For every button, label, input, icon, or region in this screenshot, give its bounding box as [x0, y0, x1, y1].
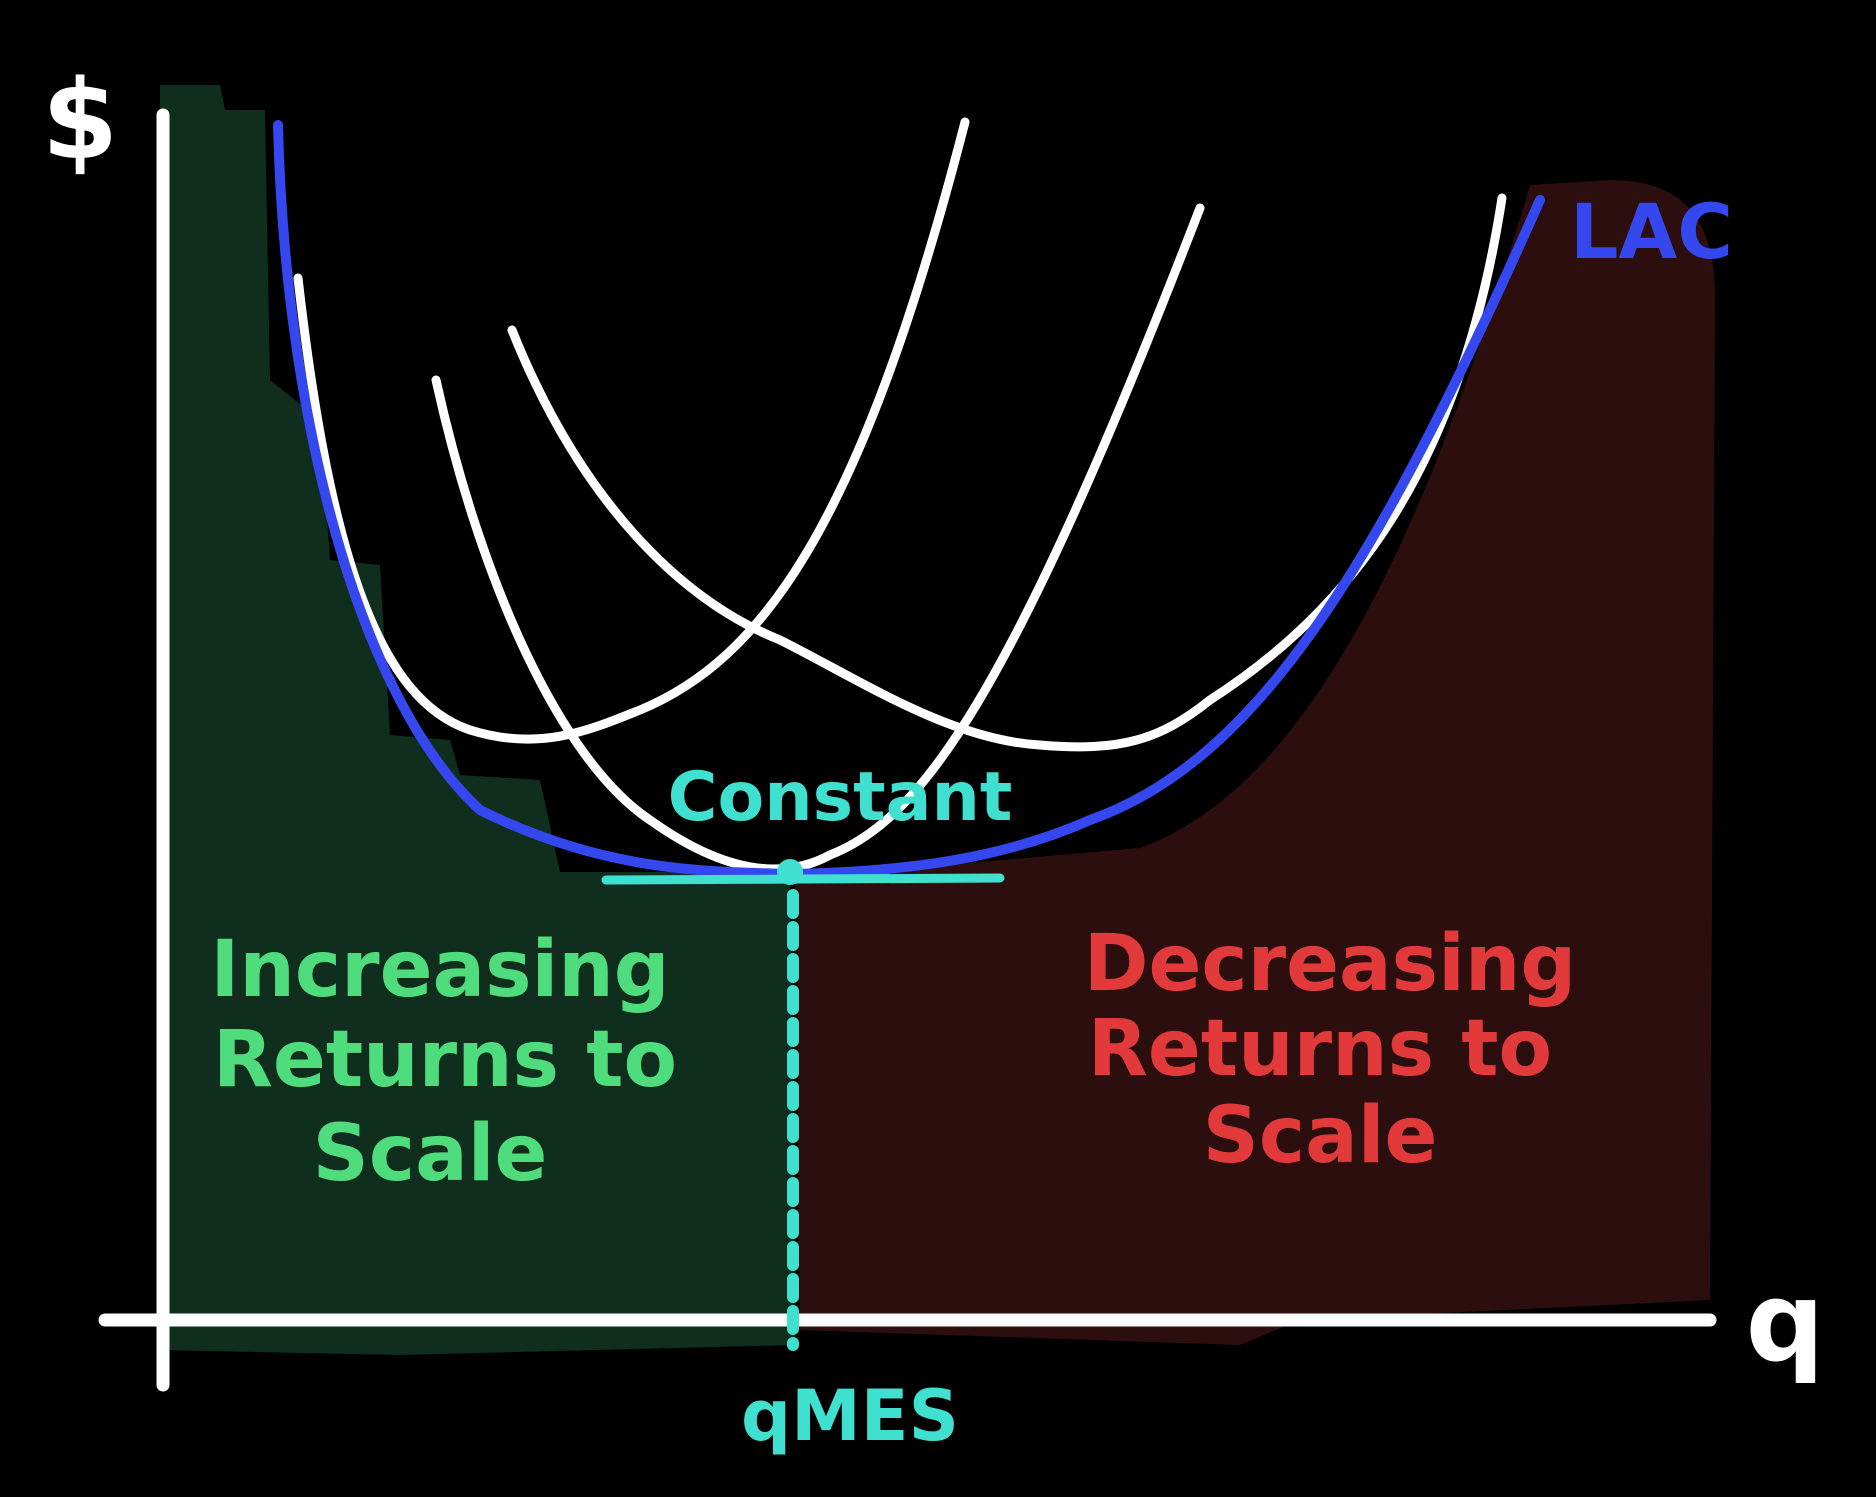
sac-curve-1 [293, 117, 970, 744]
sac-curve-3 [507, 193, 1507, 752]
increasing-line-3: Scale [313, 1109, 548, 1199]
minimum-point [777, 859, 803, 885]
lac-label: LAC [1570, 187, 1733, 276]
decreasing-returns-region [795, 180, 1715, 1345]
increasing-returns-region [160, 85, 795, 1355]
constant-tangent-line [601, 873, 1005, 885]
decreasing-line-1: Decreasing [1084, 919, 1576, 1009]
x-axis-label: q [1746, 1258, 1825, 1386]
y-axis-label: $ [42, 56, 119, 184]
increasing-line-1: Increasing [210, 925, 669, 1015]
decreasing-line-2: Returns to [1088, 1004, 1552, 1094]
qmes-label: qMES [741, 1375, 959, 1457]
decreasing-line-3: Scale [1203, 1091, 1438, 1181]
constant-label: Constant [668, 758, 1013, 837]
increasing-line-2: Returns to [213, 1015, 677, 1105]
